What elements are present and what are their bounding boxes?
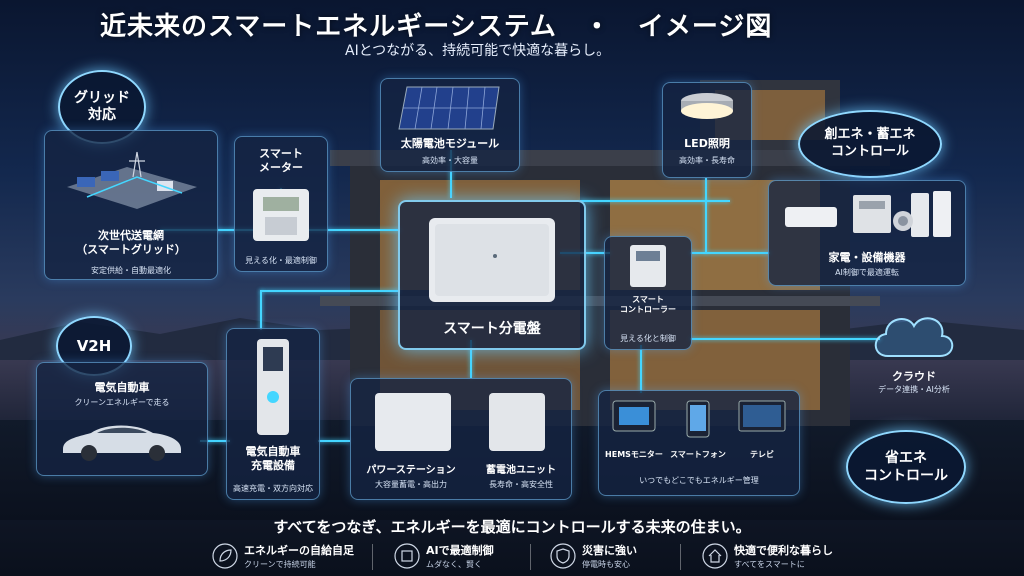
feature-sub: ムダなく、賢く [426,560,482,569]
devices-panel[interactable]: HEMSモニター スマートフォン テレビ いつでもどこでもエネルギー管理 [598,390,800,496]
ceiling-light-icon [681,93,733,119]
battery-unit-icon [489,393,545,451]
ev-charger-panel[interactable]: 電気自動車 充電設備 高速充電・双方向対応 [226,328,320,500]
feature-title: エネルギーの自給自足 [244,544,354,557]
badge-v2h-label: V2H [76,337,112,355]
ev-label: 電気自動車 [94,381,150,394]
smart-controller-label: スマート コントローラー [620,295,676,315]
smart-grid-sub: 安定供給・自動最適化 [91,266,171,275]
smart-meter-sub: 見える化・最適制御 [245,256,317,265]
controller-device-icon [630,245,666,287]
power-station-label: パワーステーション [366,465,456,476]
smart-distribution-board-label: スマート分電盤 [443,321,541,337]
solar-panel-icon [398,86,500,130]
power-station-sub: 大容量蓄電・高出力 [375,480,447,489]
smart-meter-panel[interactable]: スマート メーター 見える化・最適制御 [234,136,328,272]
smart-grid-panel[interactable]: 次世代送電網 （スマートグリッド） 安定供給・自動最適化 [44,130,218,280]
distribution-board-icon [429,218,555,302]
badge-grid-label: グリッド 対応 [74,89,130,124]
feature-sub: 停電時も安心 [582,560,630,569]
cloud-label: クラウド [892,370,936,383]
led-lighting-sub: 高効率・長寿命 [679,156,735,165]
feature-comfort: 快適で便利な暮らし すべてをスマートに [700,540,850,574]
feature-ai-control: AIで最適制御 ムダなく、賢く [392,540,542,574]
appliances-panel[interactable]: 家電・設備機器 AI制御で最適運転 [768,180,966,286]
power-station-icon [375,393,451,451]
feature-sub: クリーンで持続可能 [244,560,316,569]
feature-title: 快適で便利な暮らし [734,544,833,557]
feature-disaster-resilience: 災害に強い 停電時も安心 [548,540,698,574]
device-label-hems: HEMSモニター [605,450,663,459]
smartphone-icon [686,400,710,438]
feature-sub: すべてをスマートに [734,560,805,569]
cloud-icon [874,317,954,357]
divider [680,544,681,570]
ev-sub: クリーンエネルギーで走る [74,398,170,407]
ev-charger-sub: 高速充電・双方向対応 [233,484,313,493]
led-lighting-panel[interactable]: LED照明 高効率・長寿命 [662,82,752,178]
shield-icon [550,543,576,569]
solar-module-panel[interactable]: 太陽電池モジュール 高効率・大容量 [380,78,520,172]
ai-chip-icon [394,543,420,569]
led-lighting-label: LED照明 [684,137,730,150]
appliances-sub: AI制御で最適運転 [835,268,899,277]
feature-self-sufficiency: エネルギーの自給自足 クリーンで持続可能 [210,540,360,574]
page-subtitle: AIとつながる、持続可能で快適な暮らし。 [345,43,611,59]
power-grid-icon [67,151,197,209]
solar-module-label: 太陽電池モジュール [400,137,500,150]
tagline: すべてをつなぎ、エネルギーを最適にコントロールする未来の住まい。 [273,518,751,536]
badge-create-store: 創エネ・蓄エネ コントロール [798,110,942,178]
battery-unit-sub: 長寿命・高安全性 [489,480,553,489]
smart-controller-sub: 見える化と制御 [620,334,676,343]
badge-create-store-label: 創エネ・蓄エネ コントロール [824,127,916,159]
ev-charger-icon [257,339,289,435]
battery-unit-label: 蓄電池ユニット [486,465,556,476]
smart-grid-label: 次世代送電網 （スマートグリッド） [76,229,186,257]
leaf-icon [212,543,238,569]
ev-charger-label: 電気自動車 充電設備 [245,445,301,473]
device-label-tv: テレビ [750,450,774,459]
smart-controller-panel[interactable]: スマート コントローラー 見える化と制御 [604,236,692,350]
badge-save: 省エネ コントロール [846,430,966,504]
storage-group-panel: パワーステーション 大容量蓄電・高出力 蓄電池ユニット 長寿命・高安全性 [350,378,572,500]
divider [372,544,373,570]
feature-title: AIで最適制御 [426,544,494,557]
devices-sub: いつでもどこでもエネルギー管理 [639,476,759,485]
smart-meter-icon [253,189,309,241]
home-icon [702,543,728,569]
cloud-sub: データ連携・AI分析 [878,385,950,394]
badge-save-label: 省エネ コントロール [864,449,948,484]
page-title: 近未来のスマートエネルギーシステム ・ イメージ図 [100,12,773,42]
smart-meter-label: スマート メーター [259,147,303,175]
smart-distribution-board-panel[interactable]: スマート分電盤 [398,200,586,350]
appliances-icon [785,191,951,237]
ev-panel[interactable]: 電気自動車 クリーンエネルギーで走る [36,362,208,476]
electric-car-icon [63,425,181,461]
device-label-smartphone: スマートフォン [670,450,726,459]
feature-title: 災害に強い [582,544,637,557]
divider [530,544,531,570]
appliances-label: 家電・設備機器 [828,251,906,264]
tv-icon [738,400,786,432]
hems-monitor-icon [612,400,656,432]
solar-module-sub: 高効率・大容量 [422,156,478,165]
